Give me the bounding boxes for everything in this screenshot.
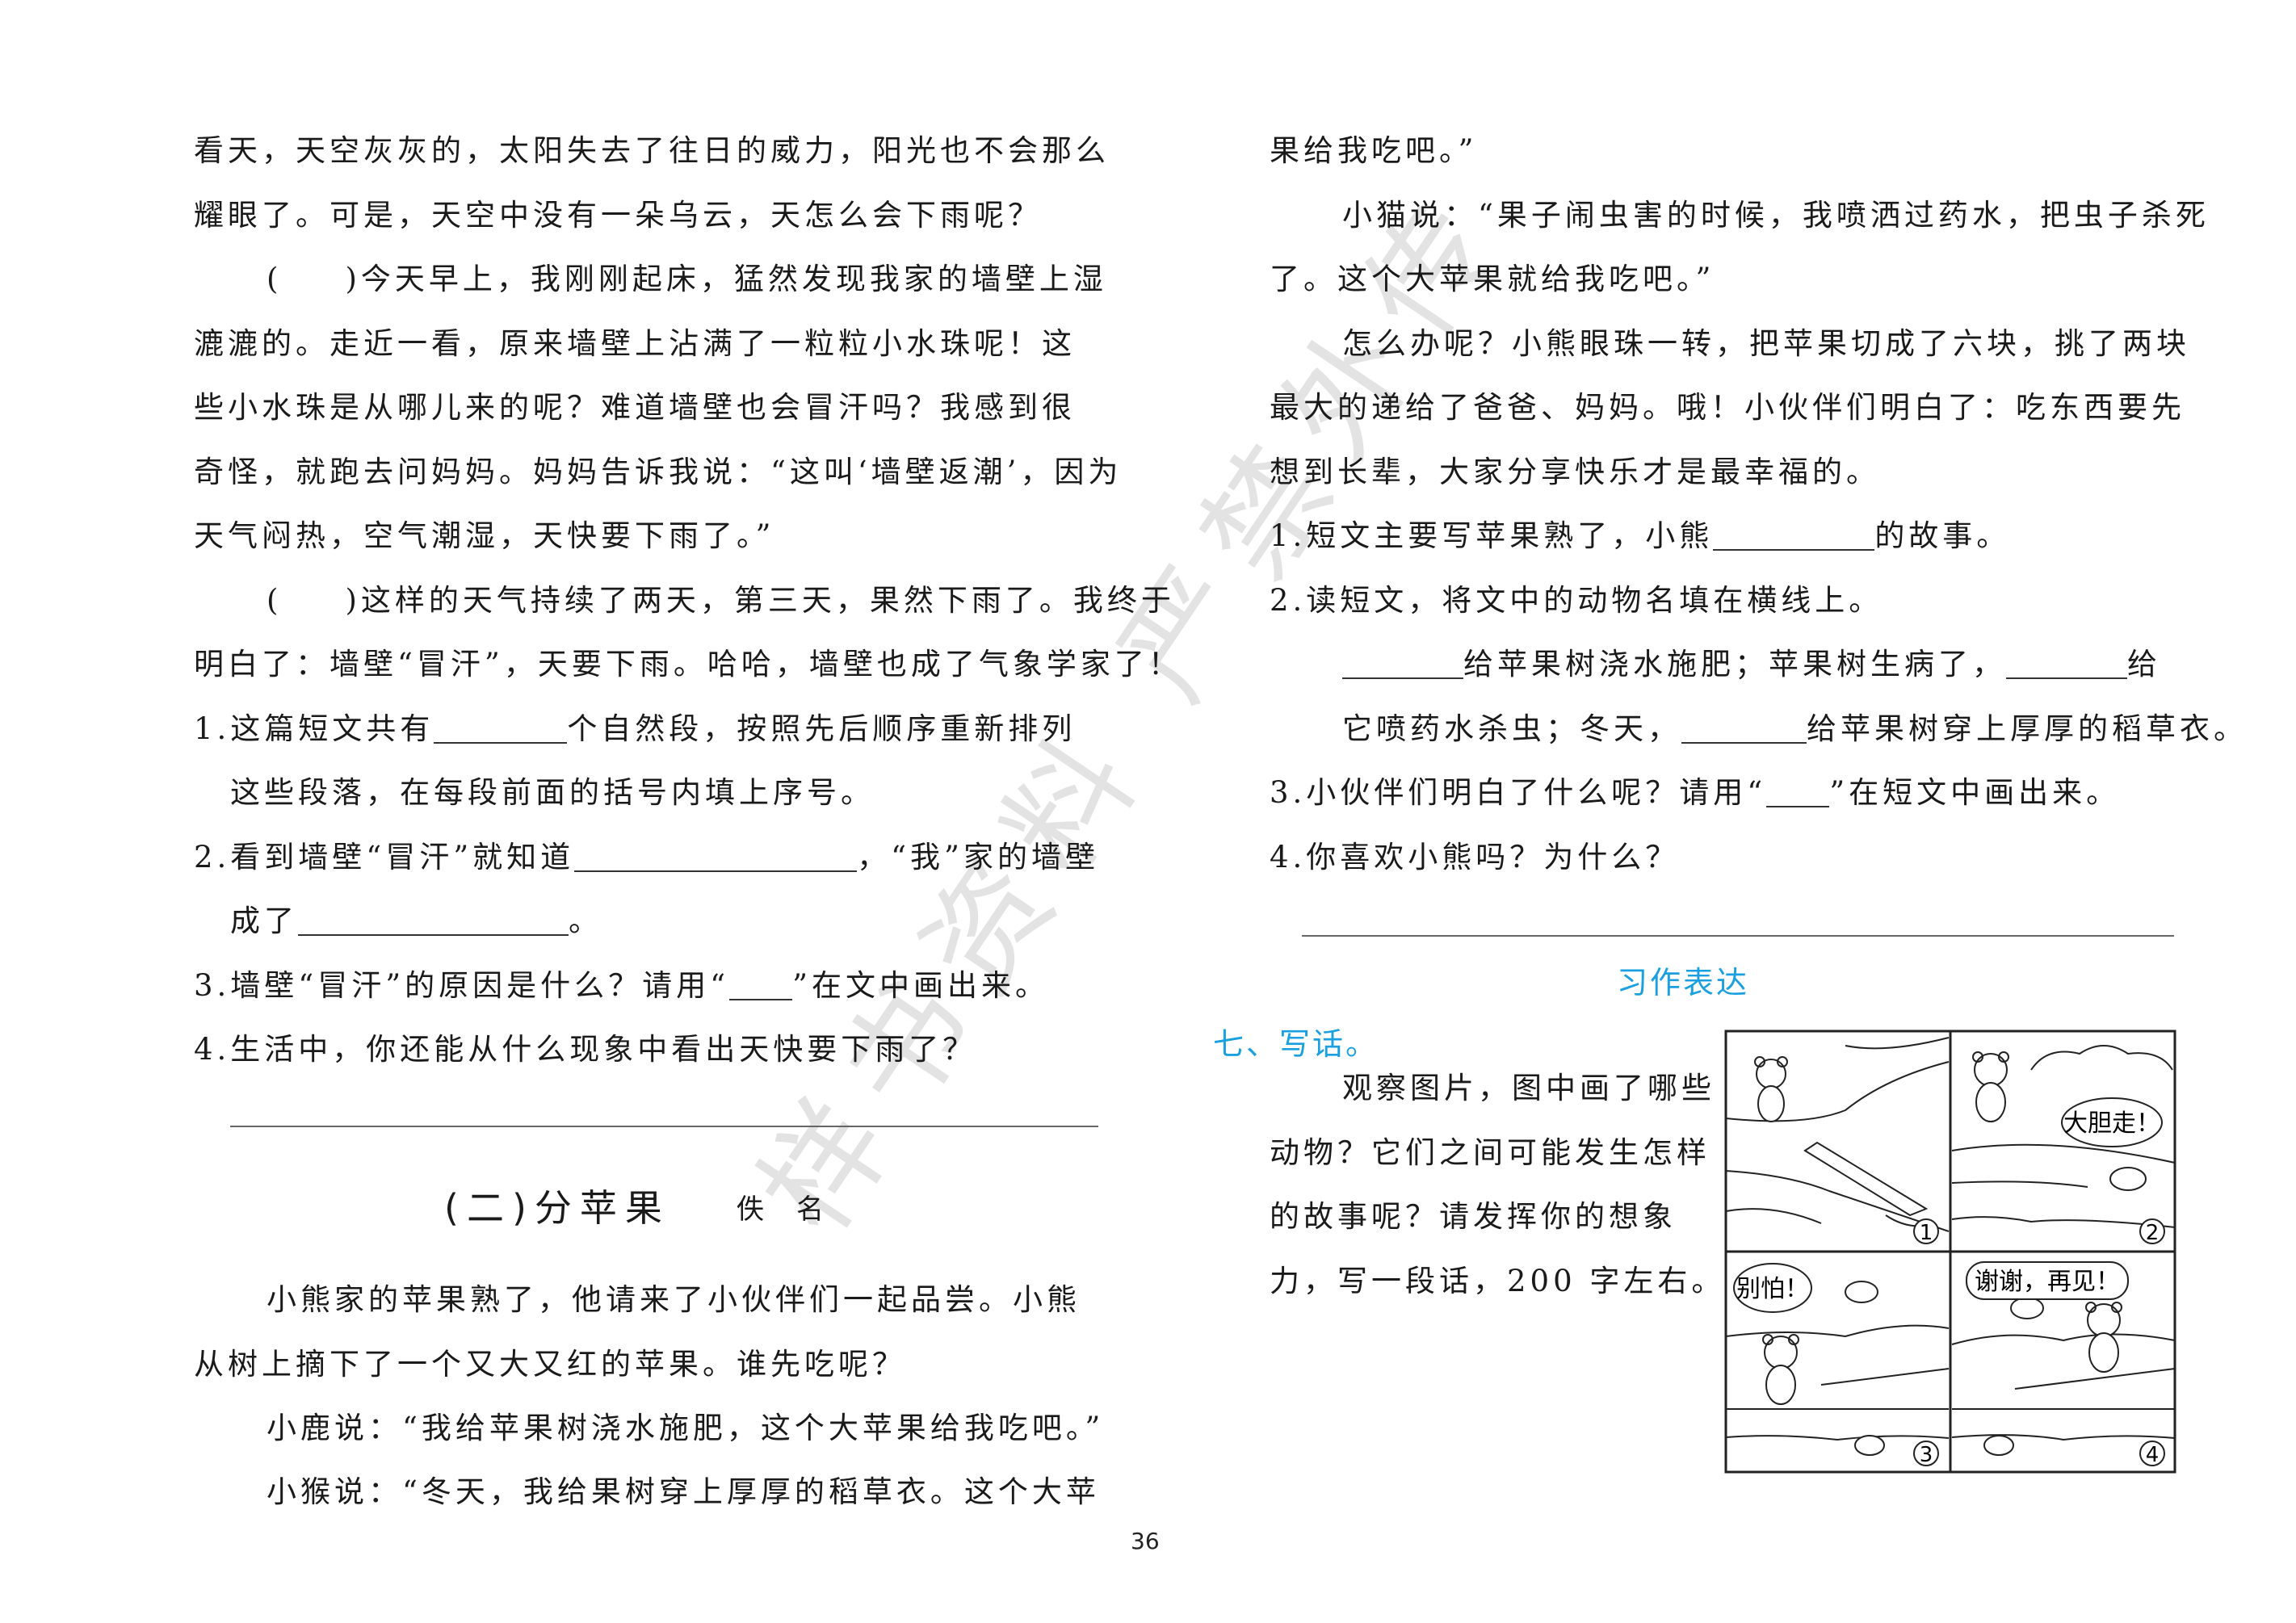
panel-number: 3 (1920, 1443, 1933, 1467)
answer-blank[interactable] (1342, 647, 1463, 679)
question-2-line-2: 它喷药水杀虫；冬天， 给苹果树穿上厚厚的稻草衣。 (1342, 705, 2248, 753)
divider (1302, 935, 2174, 937)
question-2-line-1: 给苹果树浇水施肥；苹果树生病了， 给 (1342, 640, 2161, 689)
comic-panel-2 (1951, 1045, 2176, 1228)
text-line: 想到长辈，大家分享快乐才是最幸福的。 (1270, 455, 1880, 489)
panel-number-badge (2139, 1218, 2165, 1244)
text-line: 小熊家的苹果熟了，他请来了小伙伴们一起品尝。小熊 (267, 1282, 1081, 1317)
text-line: 漉漉的。走近一看，原来墙壁上沾满了一粒粒小水珠呢！这 (194, 326, 1076, 361)
text-line: 些小水珠是从哪儿来的呢？难道墙壁也会冒汗吗？我感到很 (194, 390, 1076, 425)
underline-sample (1766, 775, 1830, 807)
text-line: 小猫说：“果子闹虫害的时候，我喷洒过药水，把虫子杀死 (1342, 198, 2210, 233)
q-text: ”在短文中画出来。 (1829, 775, 2121, 810)
task-label: 七、写话。 (1213, 1026, 1379, 1062)
speech-bubble-text: 别怕！ (1736, 1275, 1809, 1303)
task-line: 动物？它们之间可能发生怎样 (1270, 1135, 1710, 1170)
question-2: 2.看到墙壁“冒汗”就知道 ，“我”家的墙壁 (194, 833, 1099, 882)
text-line: 小猴说：“冬天，我给果树穿上厚厚的稻草衣。这个大苹 (267, 1474, 1100, 1509)
answer-blank[interactable] (2006, 647, 2127, 679)
text-line: 小鹿说：“我给苹果树浇水施肥，这个大苹果给我吃吧。” (267, 1411, 1105, 1445)
question-2-cont: 成了 。 (230, 897, 602, 946)
page-number: 36 (1131, 1528, 1160, 1554)
text-span: )这样的天气持续了两天，第三天，果然下雨了。我终于 (345, 583, 1175, 618)
comic-strip: 1 大胆走！ 2 别怕！ 3 (1724, 1030, 2176, 1474)
text-span: )今天早上，我刚刚起床，猛然发现我家的墙壁上湿 (345, 262, 1107, 296)
answer-blank[interactable] (1713, 518, 1875, 551)
story-title: (二)分苹果 (444, 1186, 670, 1230)
speech-bubble (1966, 1261, 2129, 1300)
text-line: 怎么办呢？小熊眼珠一转，把苹果切成了六块，挑了两块 (1342, 326, 2190, 361)
speech-bubble-text: 大胆走！ (2063, 1109, 2160, 1138)
text-line: 明白了：墙壁“冒汗”，天要下雨。哈哈，墙壁也成了气象学家了！ (194, 647, 1182, 681)
paren-open: ( (267, 262, 283, 296)
q-text: 1.这篇短文共有 (194, 711, 434, 746)
answer-blank[interactable] (434, 711, 568, 744)
q-text: 3.小伙伴们明白了什么呢？请用“ (1270, 775, 1767, 810)
q-text: 给 (2127, 647, 2161, 681)
question-1: 1.这篇短文共有 个自然段，按照先后顺序重新排列 (194, 705, 1076, 753)
question-2: 2.读短文，将文中的动物名填在横线上。 (1270, 583, 1883, 618)
panel-number: 2 (2146, 1221, 2160, 1245)
q-text: 的故事。 (1874, 518, 2011, 553)
speech-bubble-text: 谢谢，再见！ (1975, 1268, 2120, 1296)
text-line: 了。这个大苹果就给我吃吧。” (1270, 262, 1715, 296)
q-text: 个自然段，按照先后顺序重新排列 (567, 711, 1077, 746)
q-text: ，“我”家的墙壁 (857, 840, 1099, 874)
task-line: 的故事呢？请发挥你的想象 (1270, 1199, 1677, 1234)
underline-sample (729, 968, 793, 1000)
comic-panel-3 (1725, 1281, 1950, 1456)
paren-open: ( (267, 583, 283, 618)
speech-bubble (2061, 1097, 2163, 1147)
text-line: 从树上摘下了一个又大又红的苹果。谁先吃呢？ (194, 1347, 906, 1382)
answer-blank[interactable] (1681, 711, 1807, 744)
panel-number-badge (1913, 1218, 1939, 1244)
answer-blank[interactable] (298, 904, 569, 936)
q-text: 给苹果树穿上厚厚的稻草衣。 (1807, 711, 2248, 746)
comic-panel-4 (1951, 1297, 2176, 1456)
panel-number: 4 (2146, 1443, 2160, 1467)
task-line: 力，写一段话，200 字左右。 (1270, 1264, 1726, 1298)
divider (230, 1126, 1098, 1127)
text-line: 最大的递给了爸爸、妈妈。哦！小伙伴们明白了：吃东西要先 (1270, 390, 2185, 425)
comic-panel-1 (1725, 1037, 1950, 1232)
panel-number: 1 (1920, 1221, 1933, 1245)
q-text: 。 (569, 904, 602, 938)
speech-bubble (1733, 1263, 1812, 1313)
text-line: 耀眼了。可是，天空中没有一朵乌云，天怎么会下雨呢？ (194, 198, 1042, 233)
question-4: 4.你喜欢小熊吗？为什么？ (1270, 840, 1680, 874)
text-line: 看天，天空灰灰的，太阳失去了往日的威力，阳光也不会那么 (194, 133, 1110, 168)
question-3: 3.墙壁“冒汗”的原因是什么？请用“ ”在文中画出来。 (194, 962, 1049, 1010)
text-line: 天气闷热，空气潮湿，天快要下雨了。” (194, 518, 775, 553)
question-1: 1.短文主要写苹果熟了，小熊 的故事。 (1270, 512, 2010, 560)
q-text: ”在文中画出来。 (792, 968, 1049, 1003)
q-text: 它喷药水杀虫；冬天， (1342, 711, 1681, 746)
q-text: 成了 (230, 904, 298, 938)
q-text: 1.短文主要写苹果熟了，小熊 (1270, 518, 1714, 553)
question-1-cont: 这些段落，在每段前面的括号内填上序号。 (230, 775, 875, 810)
q-text: 给苹果树浇水施肥；苹果树生病了， (1463, 647, 2006, 681)
section-label: 习作表达 (1617, 965, 1750, 1000)
task-line: 观察图片，图中画了哪些 (1342, 1071, 1715, 1105)
text-line: 果给我吃吧。” (1270, 133, 1478, 168)
question-4: 4.生活中，你还能从什么现象中看出天快要下雨了？ (194, 1032, 977, 1067)
answer-blank[interactable] (574, 840, 858, 872)
text-line: ( )今天早上，我刚刚起床，猛然发现我家的墙壁上湿 (267, 255, 1107, 304)
text-line: 奇怪，就跑去问妈妈。妈妈告诉我说：“这叫‘墙壁返潮’，因为 (194, 455, 1123, 489)
q-text: 2.看到墙壁“冒汗”就知道 (194, 840, 575, 874)
panel-number-badge (1913, 1441, 1939, 1466)
text-line: ( )这样的天气持续了两天，第三天，果然下雨了。我终于 (267, 577, 1175, 625)
panel-number-badge (2139, 1441, 2165, 1466)
story-author: 佚名 (737, 1193, 856, 1226)
q-text: 3.墙壁“冒汗”的原因是什么？请用“ (194, 968, 730, 1003)
question-3: 3.小伙伴们明白了什么呢？请用“ ”在短文中画出来。 (1270, 769, 2120, 817)
